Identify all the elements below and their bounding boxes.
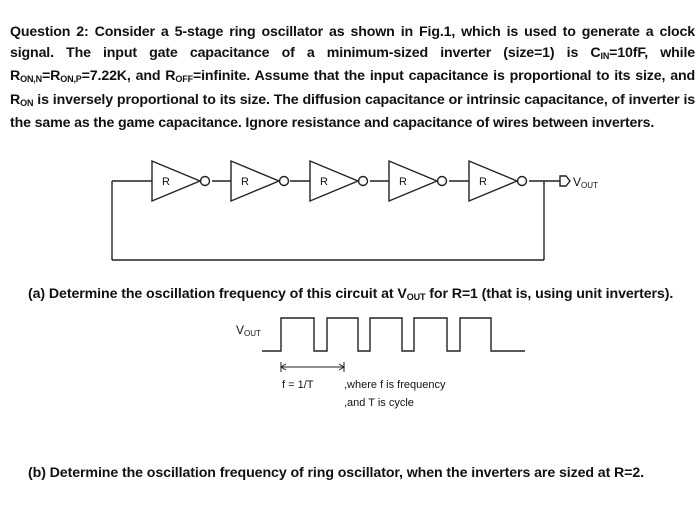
vout-waveform (262, 317, 525, 352)
inverter-1-label: R (162, 176, 170, 188)
frequency-formula: f = 1/T (282, 379, 314, 391)
frequency-note: ,where f is frequency (344, 379, 446, 391)
inverter-4-label: R (399, 176, 407, 188)
inverter-3 (309, 159, 369, 203)
inverter-5-label: R (479, 176, 487, 188)
vout-output-label: VOUT (573, 175, 598, 190)
question-text: Question 2: Consider a 5-stage ring osci… (10, 24, 695, 131)
period-marker (280, 362, 345, 372)
inverter-4 (388, 159, 448, 203)
inverter-3-label: R (320, 176, 328, 188)
inverter-5 (468, 159, 528, 203)
part-a-question: (a) Determine the oscillation frequency … (28, 286, 674, 302)
vout-terminal (559, 175, 571, 187)
inverter-2 (230, 159, 290, 203)
part-b-question: (b) Determine the oscillation frequency … (28, 465, 644, 481)
inverter-1 (151, 159, 211, 203)
inverter-2-label: R (241, 176, 249, 188)
cycle-note: ,and T is cycle (344, 397, 414, 409)
waveform-vout-label: VOUT (236, 323, 261, 338)
